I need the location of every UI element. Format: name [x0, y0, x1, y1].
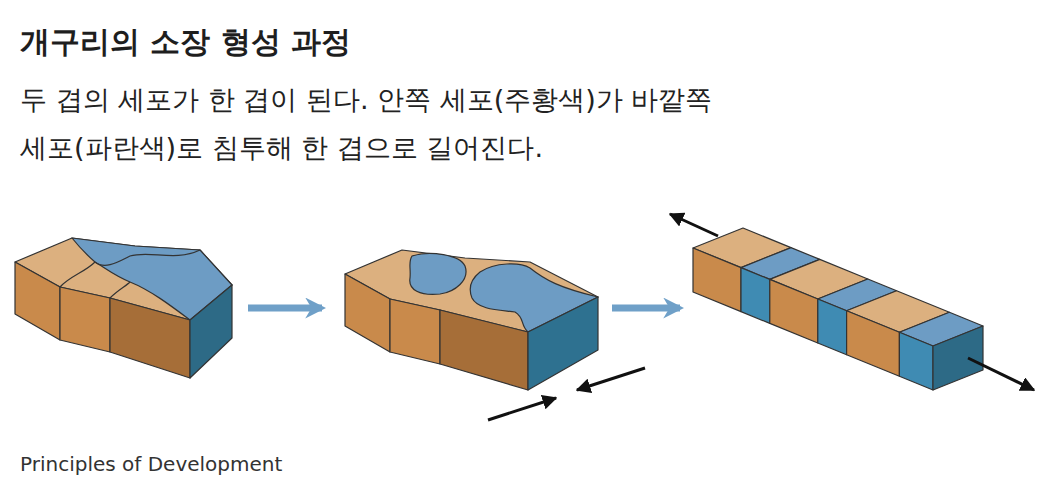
- step-arrow: [612, 305, 680, 312]
- cell-face: [770, 279, 818, 343]
- force-arrows: [488, 214, 1034, 420]
- cell-face: [390, 299, 440, 364]
- cell-face: [110, 282, 130, 298]
- cell-face: [190, 285, 232, 378]
- cell-face: [410, 253, 466, 294]
- source-credit: Principles of Development: [20, 452, 282, 476]
- figure-title: 개구리의 소장 형성 과정: [20, 22, 351, 63]
- force-arrow: [488, 398, 556, 420]
- cell-face: [95, 250, 200, 265]
- cell-face: [15, 262, 60, 340]
- cell-face: [528, 297, 598, 390]
- figure-subtitle: 두 겹의 세포가 한 겹이 된다. 안쪽 세포(주황색)가 바깥쪽 세포(파란색…: [20, 76, 720, 172]
- cell-face: [440, 310, 528, 390]
- step-arrow: [248, 305, 322, 312]
- force-arrow: [968, 358, 1034, 390]
- tissue-block-intercalating: [345, 250, 598, 390]
- cell-face: [345, 274, 390, 352]
- cell-face: [60, 287, 110, 352]
- cell-face: [741, 268, 770, 324]
- force-arrow: [670, 214, 718, 236]
- tissue-block-two-layers: [15, 238, 232, 378]
- cell-face: [899, 332, 933, 390]
- cell-face: [933, 326, 983, 390]
- cell-face: [847, 311, 900, 377]
- cell-face: [60, 262, 95, 287]
- cell-face: [110, 298, 190, 378]
- cell-face: [818, 299, 847, 355]
- cell-face: [693, 248, 741, 312]
- process-arrows: [248, 308, 680, 309]
- force-arrow: [577, 368, 645, 390]
- tissue-block-elongated: [693, 228, 983, 390]
